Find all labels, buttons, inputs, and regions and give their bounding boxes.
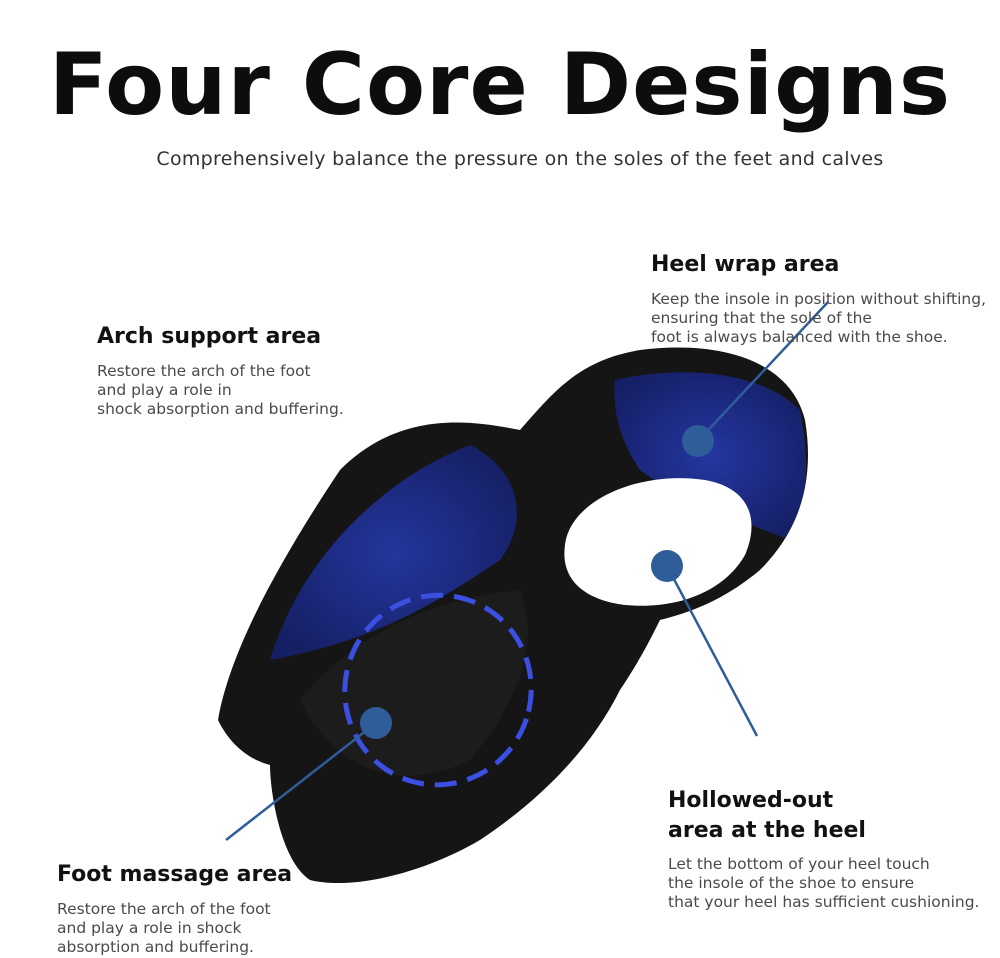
heel-wrap-marker xyxy=(682,425,714,457)
arch-support-description: Restore the arch of the foot and play a … xyxy=(97,362,344,418)
heel-wrap-leader xyxy=(697,301,829,442)
foot-massage-leader xyxy=(225,722,377,841)
hollowed-heel-title: Hollowed-out area at the heel xyxy=(668,788,866,843)
foot-massage-marker xyxy=(360,707,392,739)
massage-zone-ring xyxy=(342,592,534,788)
hollowed-heel-marker xyxy=(651,550,683,582)
page-subtitle: Comprehensively balance the pressure on … xyxy=(156,148,884,170)
heel-wrap-title: Heel wrap area xyxy=(651,252,840,277)
heel-hollow-hole xyxy=(564,478,752,606)
arch-support-title: Arch support area xyxy=(97,324,322,349)
heel-wrap-description: Keep the insole in position without shif… xyxy=(651,290,986,346)
foot-massage-description: Restore the arch of the foot and play a … xyxy=(57,900,271,956)
hollowed-heel-leader xyxy=(665,565,759,737)
hollowed-heel-description: Let the bottom of your heel touch the in… xyxy=(668,855,980,911)
foot-massage-title: Foot massage area xyxy=(57,862,293,887)
page-title: Four Core Designs xyxy=(48,35,952,135)
